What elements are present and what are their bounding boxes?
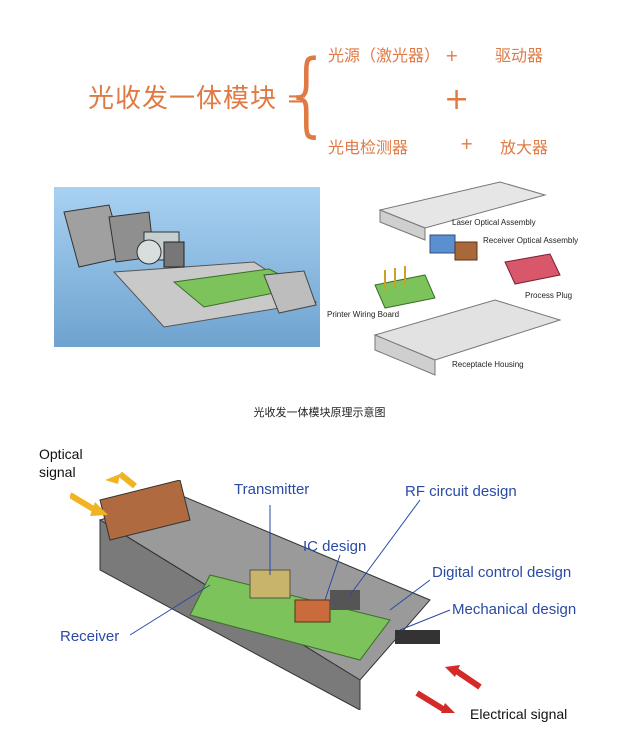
formula-detector: 光电检测器: [328, 138, 409, 157]
label-rf-circuit: RF circuit design: [405, 483, 517, 500]
electrical-arrows: [415, 665, 482, 713]
formula-light-source: 光源（激光器） +: [328, 46, 459, 65]
label-digital-control: Digital control design: [432, 564, 572, 581]
label-laser-optical-assembly: Laser Optical Assembly: [452, 218, 536, 227]
formula-amplifier: 放大器: [500, 138, 549, 157]
label-receptacle-housing: Receptacle Housing: [452, 360, 524, 369]
optical-arrows: [70, 471, 137, 516]
left-brace: {: [290, 40, 323, 147]
formula-driver: 驱动器: [495, 46, 544, 65]
label-transmitter: Transmitter: [234, 481, 310, 498]
label-receiver-optical-assembly: Receiver Optical Assembly: [483, 236, 579, 245]
formula-plus-2: +: [460, 134, 474, 153]
caption: 光收发一体模块原理示意图: [253, 406, 386, 419]
label-optical-signal: Optical signal: [39, 446, 83, 480]
module-3d-render: [54, 187, 320, 347]
transceiver-illustration: [98, 480, 440, 710]
label-printer-wiring-board: Printer Wiring Board: [327, 310, 400, 319]
label-mechanical: Mechanical design: [452, 601, 577, 618]
label-ic-design: IC design: [303, 538, 367, 555]
formula-plus: +: [444, 82, 470, 117]
label-process-plug: Process Plug: [525, 291, 573, 300]
exploded-view: [325, 170, 625, 380]
label-electrical-signal: Electrical signal: [470, 706, 568, 722]
formula-left: 光收发一体模块 =: [88, 84, 310, 114]
label-receiver: Receiver: [60, 628, 120, 645]
